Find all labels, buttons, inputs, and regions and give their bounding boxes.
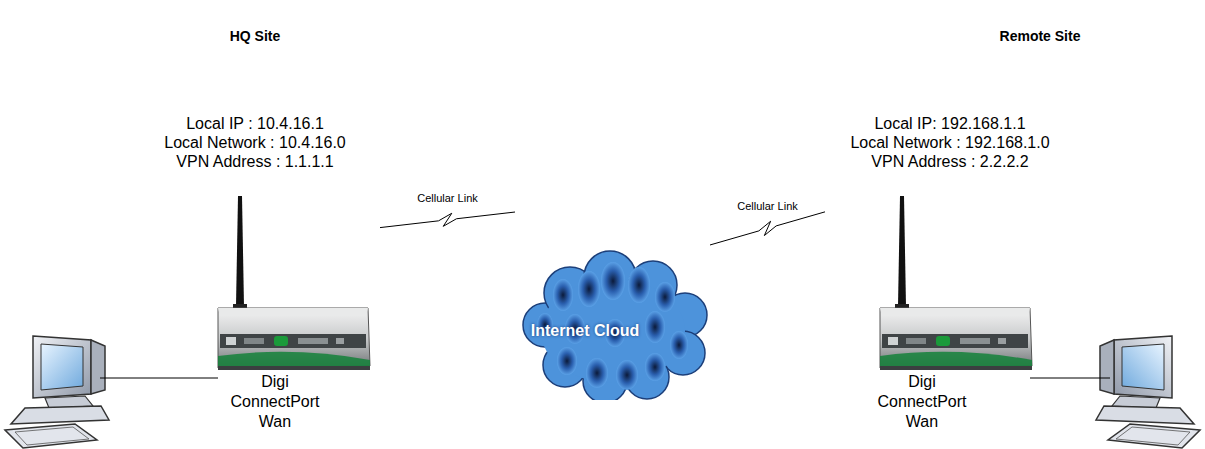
device-name: Digi ConnectPort Wan bbox=[877, 372, 967, 432]
cellular-link bbox=[710, 212, 825, 245]
link-label: Cellular Link bbox=[415, 192, 480, 204]
address-line: Local Network : 192.168.1.0 bbox=[850, 133, 1049, 152]
address-line: Local Network : 10.4.16.0 bbox=[164, 133, 345, 152]
cloud-shape bbox=[515, 205, 710, 400]
internet-cloud: Internet Cloud bbox=[515, 205, 710, 400]
router-device: Local IP: 192.168.1.1Local Network : 192… bbox=[825, 108, 1075, 443]
link-label: Cellular Link bbox=[735, 200, 800, 212]
router-device: Local IP : 10.4.16.1Local Network : 10.4… bbox=[130, 108, 380, 443]
site-title: HQ Site bbox=[230, 28, 281, 44]
address-line: Local IP: 192.168.1.1 bbox=[874, 114, 1025, 133]
cellular-link bbox=[380, 212, 515, 228]
address-line: Local IP : 10.4.16.1 bbox=[186, 114, 324, 133]
cloud-label: Internet Cloud bbox=[531, 321, 639, 340]
device-name: Digi ConnectPort Wan bbox=[230, 372, 320, 432]
address-line: VPN Address : 2.2.2.2 bbox=[871, 152, 1028, 171]
address-line: VPN Address : 1.1.1.1 bbox=[176, 152, 333, 171]
site-title: Remote Site bbox=[1000, 28, 1081, 44]
